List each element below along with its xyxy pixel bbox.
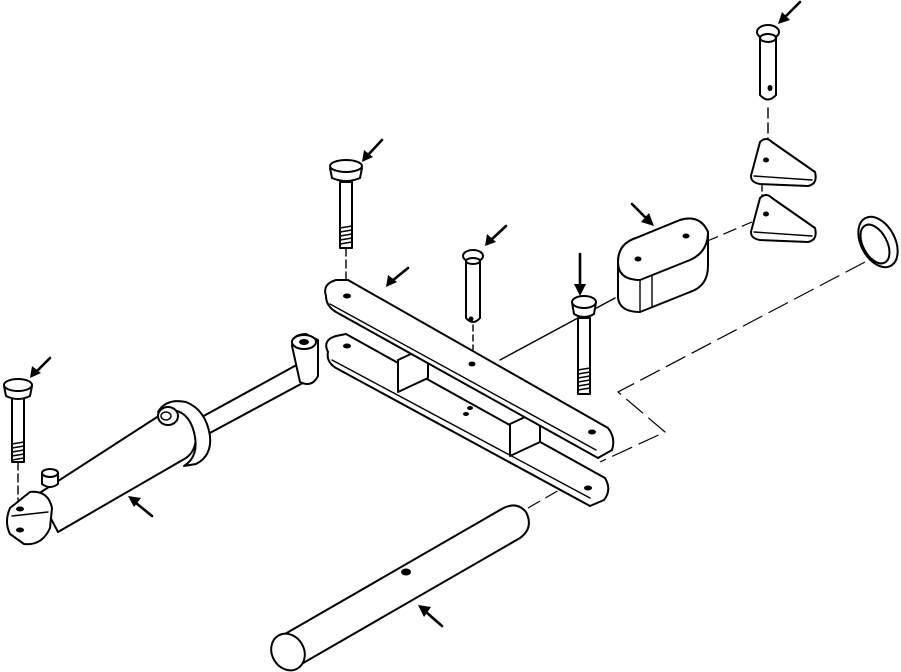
bolt-right-link (571, 295, 597, 395)
link-bar-lower (325, 333, 610, 507)
centerline-bushing-path (599, 261, 866, 463)
bolt-cylinder (3, 378, 33, 463)
link-bar-upper (324, 279, 615, 459)
callout-arrow (362, 138, 384, 162)
callout-arrow (30, 356, 52, 378)
centerline-spacer-to-retainer (704, 221, 753, 243)
bushing-ring (857, 215, 899, 269)
callout-arrow (630, 202, 654, 226)
callout-arrow (574, 252, 586, 296)
callout-arrow (128, 496, 154, 518)
clevis-pin-center (462, 249, 484, 323)
bolt-left-link (329, 159, 363, 249)
hydraulic-cylinder (6, 333, 319, 546)
centerline-spacer-to-link (499, 297, 616, 361)
pivot-pin-shaft (270, 504, 530, 672)
callout-arrow (418, 605, 444, 628)
callout-arrow (778, 0, 802, 24)
pin-retainer-lower (750, 194, 817, 243)
pin-retainer-upper (750, 138, 817, 187)
clevis-pin-top (756, 24, 780, 101)
callout-arrow (386, 266, 410, 287)
callout-arrows (30, 0, 802, 628)
spacer-block (617, 217, 709, 313)
callout-arrow (485, 224, 508, 246)
